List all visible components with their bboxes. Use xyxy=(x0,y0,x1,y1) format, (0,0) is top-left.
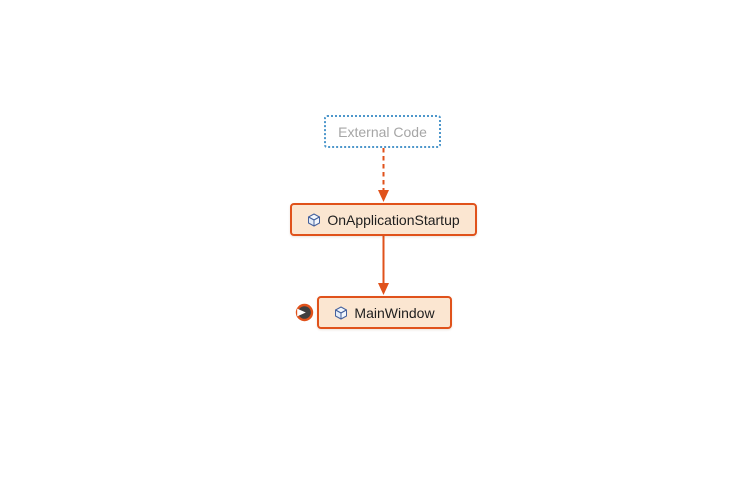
badge-notch-icon xyxy=(297,308,306,317)
node-external-code-label: External Code xyxy=(338,123,427,140)
edge-startup-to-mainwindow[interactable] xyxy=(378,236,389,295)
node-mainwindow[interactable]: MainWindow xyxy=(317,296,452,329)
edge-external-to-startup[interactable] xyxy=(378,148,389,202)
arrowhead-icon xyxy=(378,190,389,202)
arrowhead-icon xyxy=(378,283,389,295)
node-onapplicationstartup-label: OnApplicationStartup xyxy=(327,211,460,228)
method-cube-icon xyxy=(307,213,321,227)
expand-node-badge[interactable] xyxy=(295,303,314,322)
node-mainwindow-label: MainWindow xyxy=(354,304,435,321)
method-cube-icon xyxy=(334,306,348,320)
node-external-code[interactable]: External Code xyxy=(324,115,441,148)
node-onapplicationstartup[interactable]: OnApplicationStartup xyxy=(290,203,477,236)
